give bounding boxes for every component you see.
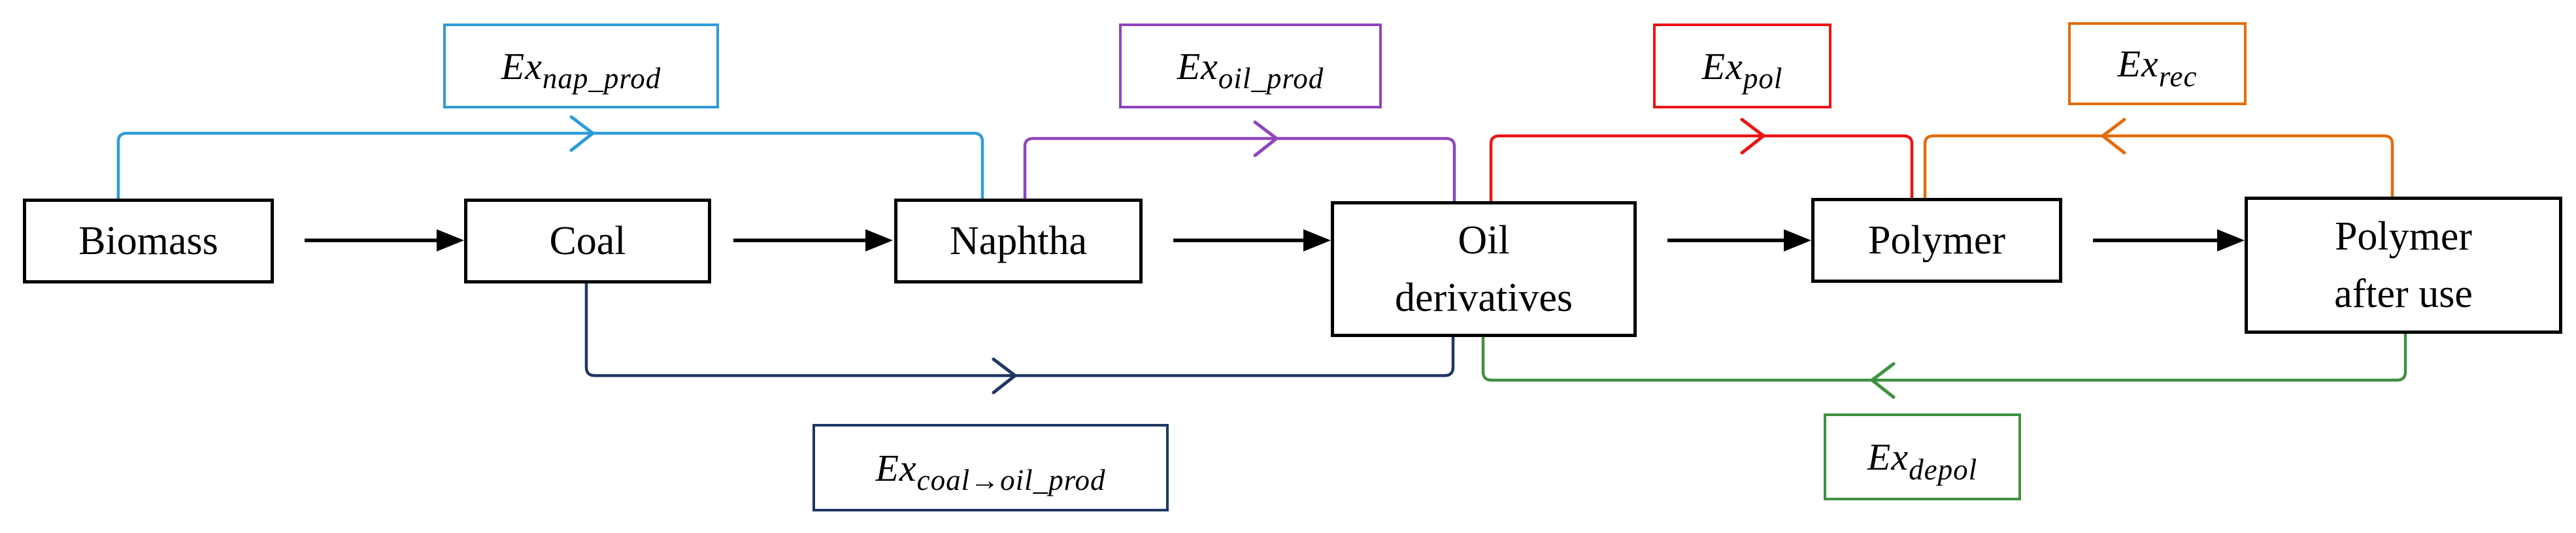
flow-arrow-oil-polymer bbox=[1667, 229, 1811, 251]
connector-nap-prod-arrowhead-icon bbox=[569, 115, 595, 152]
flow-label-nap-prod-main: Ex bbox=[501, 44, 543, 88]
node-oil-derivatives-label-line2: derivatives bbox=[1394, 276, 1573, 320]
flow-label-depol-sub: depol bbox=[1909, 453, 1978, 486]
flow-arrowhead-icon bbox=[865, 229, 893, 251]
flow-label-rec-sub: rec bbox=[2158, 59, 2198, 93]
flow-label-pol-sub: pol bbox=[1743, 62, 1783, 95]
node-polymer-after-use: Polymer after use bbox=[2245, 197, 2562, 334]
flow-arrow-coal-naphtha bbox=[733, 229, 893, 251]
node-polymer-after-use-label-line2: after use bbox=[2334, 272, 2473, 316]
flow-arrowhead-icon bbox=[437, 229, 464, 251]
flow-label-pol-main: Ex bbox=[1701, 44, 1743, 88]
connector-depol bbox=[1481, 333, 2407, 382]
flow-label-oil-prod-sub: oil_prod bbox=[1218, 62, 1324, 95]
node-biomass-label: Biomass bbox=[78, 218, 218, 263]
flow-label-depol-main: Ex bbox=[1867, 436, 1909, 478]
flow-arrow-naphtha-oil bbox=[1173, 229, 1331, 251]
node-oil-derivatives-label-line1: Oil bbox=[1458, 218, 1510, 263]
flow-label-nap-prod-sub: nap_prod bbox=[542, 62, 661, 95]
flow-label-coal-oil-prod-sub: coal→oil_prod bbox=[916, 464, 1106, 496]
connector-rec-arrowhead-icon bbox=[2101, 118, 2126, 155]
connector-oil-prod-arrowhead-icon bbox=[1253, 120, 1279, 157]
node-polymer: Polymer bbox=[1811, 198, 2062, 283]
node-coal: Coal bbox=[464, 199, 711, 283]
connector-pol bbox=[1489, 134, 1914, 201]
node-biomass: Biomass bbox=[23, 199, 274, 283]
node-naphtha-label: Naphtha bbox=[949, 218, 1088, 263]
flow-arrow-biomass-coal bbox=[305, 229, 464, 251]
node-coal-label: Coal bbox=[549, 218, 626, 263]
flow-arrowhead-icon bbox=[1784, 229, 1811, 251]
node-oil-derivatives: Oil derivatives bbox=[1331, 201, 1637, 337]
connector-coal-oil-prod bbox=[584, 283, 1455, 378]
flow-label-oil-prod-main: Ex bbox=[1177, 44, 1218, 88]
connector-pol-arrowhead-icon bbox=[1740, 118, 1765, 155]
flow-label-rec-main: Ex bbox=[2117, 42, 2159, 85]
node-naphtha: Naphtha bbox=[894, 199, 1143, 283]
connector-depol-arrowhead-icon bbox=[1870, 362, 1896, 399]
connector-rec bbox=[1923, 134, 2394, 198]
node-polymer-label: Polymer bbox=[1867, 218, 2006, 263]
connector-coal-oil-prod-arrowhead-icon bbox=[992, 357, 1017, 395]
flow-arrow-polymer-afteruse bbox=[2093, 229, 2245, 251]
node-polymer-after-use-label-line1: Polymer bbox=[2334, 214, 2473, 259]
connector-nap-prod bbox=[116, 131, 984, 199]
connector-oil-prod bbox=[1023, 137, 1456, 201]
flow-arrowhead-icon bbox=[2217, 229, 2245, 251]
flow-label-coal-oil-prod-main: Ex bbox=[875, 446, 917, 489]
flow-arrowhead-icon bbox=[1303, 229, 1331, 251]
